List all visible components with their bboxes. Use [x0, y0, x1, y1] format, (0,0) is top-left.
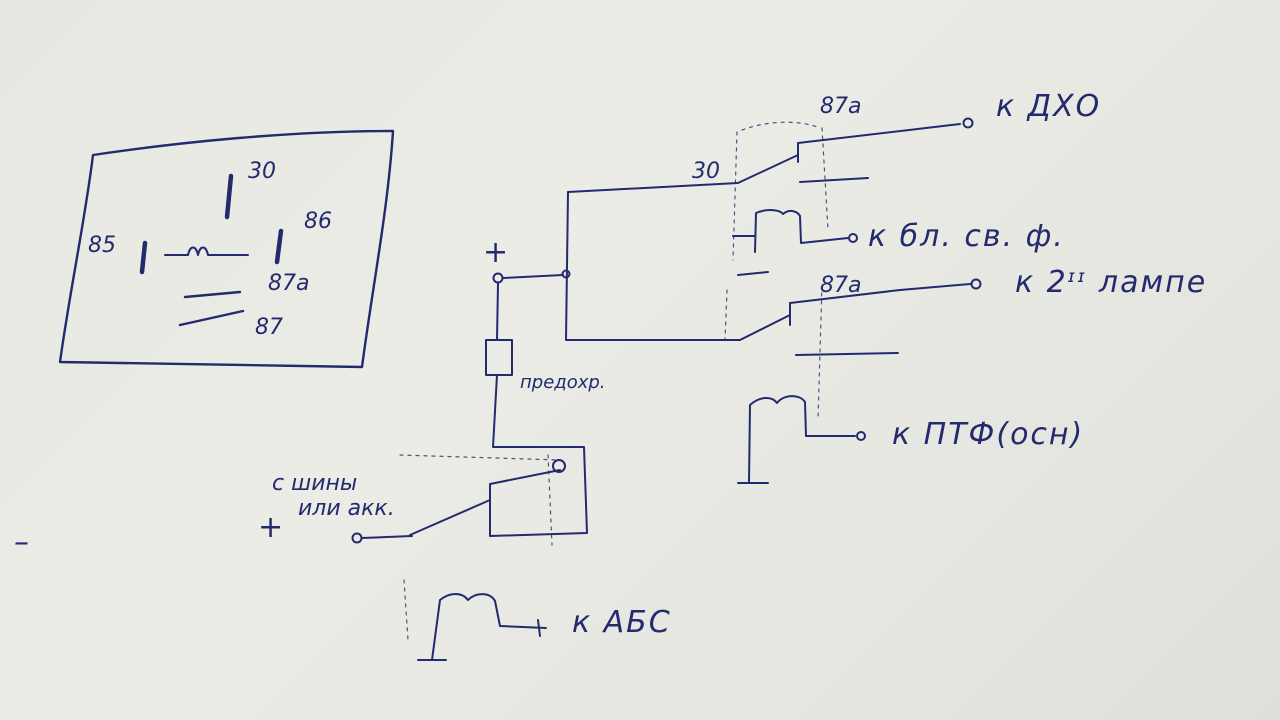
relay2-guide-right — [817, 284, 823, 421]
wire-to-relay1-30 — [567, 182, 739, 193]
supply-relay-frame — [489, 446, 588, 537]
fuse — [485, 339, 513, 376]
wire-plus-bus — [502, 274, 564, 279]
plus-terminal — [492, 272, 504, 284]
supply-label-2: или акк. — [298, 496, 395, 521]
relay2-87a-wire — [789, 283, 971, 304]
supply-relay-guide-top — [399, 454, 561, 461]
fuse-branch: предохр. — [485, 282, 606, 448]
abs-coil-symbol — [431, 593, 547, 661]
relay2-guide-left — [724, 289, 728, 341]
relay1-87-contact — [799, 177, 869, 183]
supply-input-terminal — [351, 532, 363, 544]
relay-pinout-box: 30 85 86 87a 87 — [58, 129, 395, 369]
relay2-out-label-2: к ПТФ(осн) — [892, 417, 1084, 452]
main-circuit: + 30 87a к ДХО к бл. св. ф. — [258, 89, 1207, 661]
supply-plus-sign: + — [258, 510, 285, 545]
relay1-out-terminal-1 — [962, 117, 974, 129]
supply-relay-guide — [547, 454, 553, 546]
pinout-pin-30-mark — [224, 173, 234, 220]
supply-label-1: с шины — [272, 471, 357, 496]
pinout-pin-86-mark — [274, 228, 284, 265]
relay2-out-terminal-1 — [970, 278, 982, 290]
relay1-87a-wire — [797, 123, 961, 144]
relay1-guide-right — [821, 127, 829, 231]
pinout-contact-87a — [183, 290, 242, 299]
pinout-contact-87 — [178, 309, 245, 327]
pinout-box-outline — [58, 129, 395, 369]
relay1-out-terminal-2 — [848, 233, 858, 243]
relay1-bracket — [741, 121, 821, 131]
fuse-label: предохр. — [520, 372, 606, 393]
pinout-label-86: 86 — [304, 209, 332, 234]
abs-guide — [403, 579, 409, 641]
relay-2: 87a к 2ᶦᶦ лампе к ПТФ(осн) — [724, 265, 1207, 484]
relay1-label-87a: 87a — [820, 94, 861, 119]
relay1-out-label-2: к бл. св. ф. — [868, 219, 1065, 254]
pinout-label-87a: 87a — [268, 271, 309, 296]
abs-label: к АБС — [572, 605, 672, 640]
relay2-out-terminal-2 — [856, 431, 866, 441]
relay2-label-87a: 87a — [820, 273, 861, 298]
relay1-guide-left — [732, 131, 738, 261]
relay2-switch-arm — [739, 314, 791, 341]
relay1-ground-bar — [737, 271, 769, 276]
wire-to-fuse — [496, 282, 499, 341]
pinout-label-85: 85 — [88, 233, 116, 258]
relay2-87-contact — [795, 352, 899, 356]
relay1-switch-arm — [737, 154, 799, 184]
supply-relay-contact — [552, 459, 566, 473]
relay2-out-label-1: к 2ᶦᶦ лампе — [1015, 265, 1207, 300]
relay1-out-label-1: к ДХО — [996, 89, 1101, 124]
pinout-label-87: 87 — [255, 315, 283, 340]
supply-switch-arm — [409, 499, 491, 536]
supply-relay: + с шины или акк. — [258, 446, 588, 546]
wire-bus-vertical — [565, 191, 741, 341]
relay-1: 30 87a к ДХО к бл. св. ф. — [692, 89, 1101, 276]
pinout-coil-symbol — [164, 246, 249, 256]
pinout-label-30: 30 — [248, 159, 276, 184]
relay2-coil — [748, 395, 856, 483]
abs-terminal-tick — [537, 619, 541, 637]
plus-terminal-label: + — [483, 235, 510, 270]
relay1-coil — [754, 209, 849, 253]
minus-sign: – — [14, 525, 31, 560]
pinout-pin-85-mark — [139, 240, 148, 275]
wire-fuse-down — [492, 374, 571, 448]
abs-coil: к АБС — [403, 579, 672, 661]
supply-input-wire — [361, 535, 413, 539]
relay1-label-30: 30 — [692, 159, 720, 184]
